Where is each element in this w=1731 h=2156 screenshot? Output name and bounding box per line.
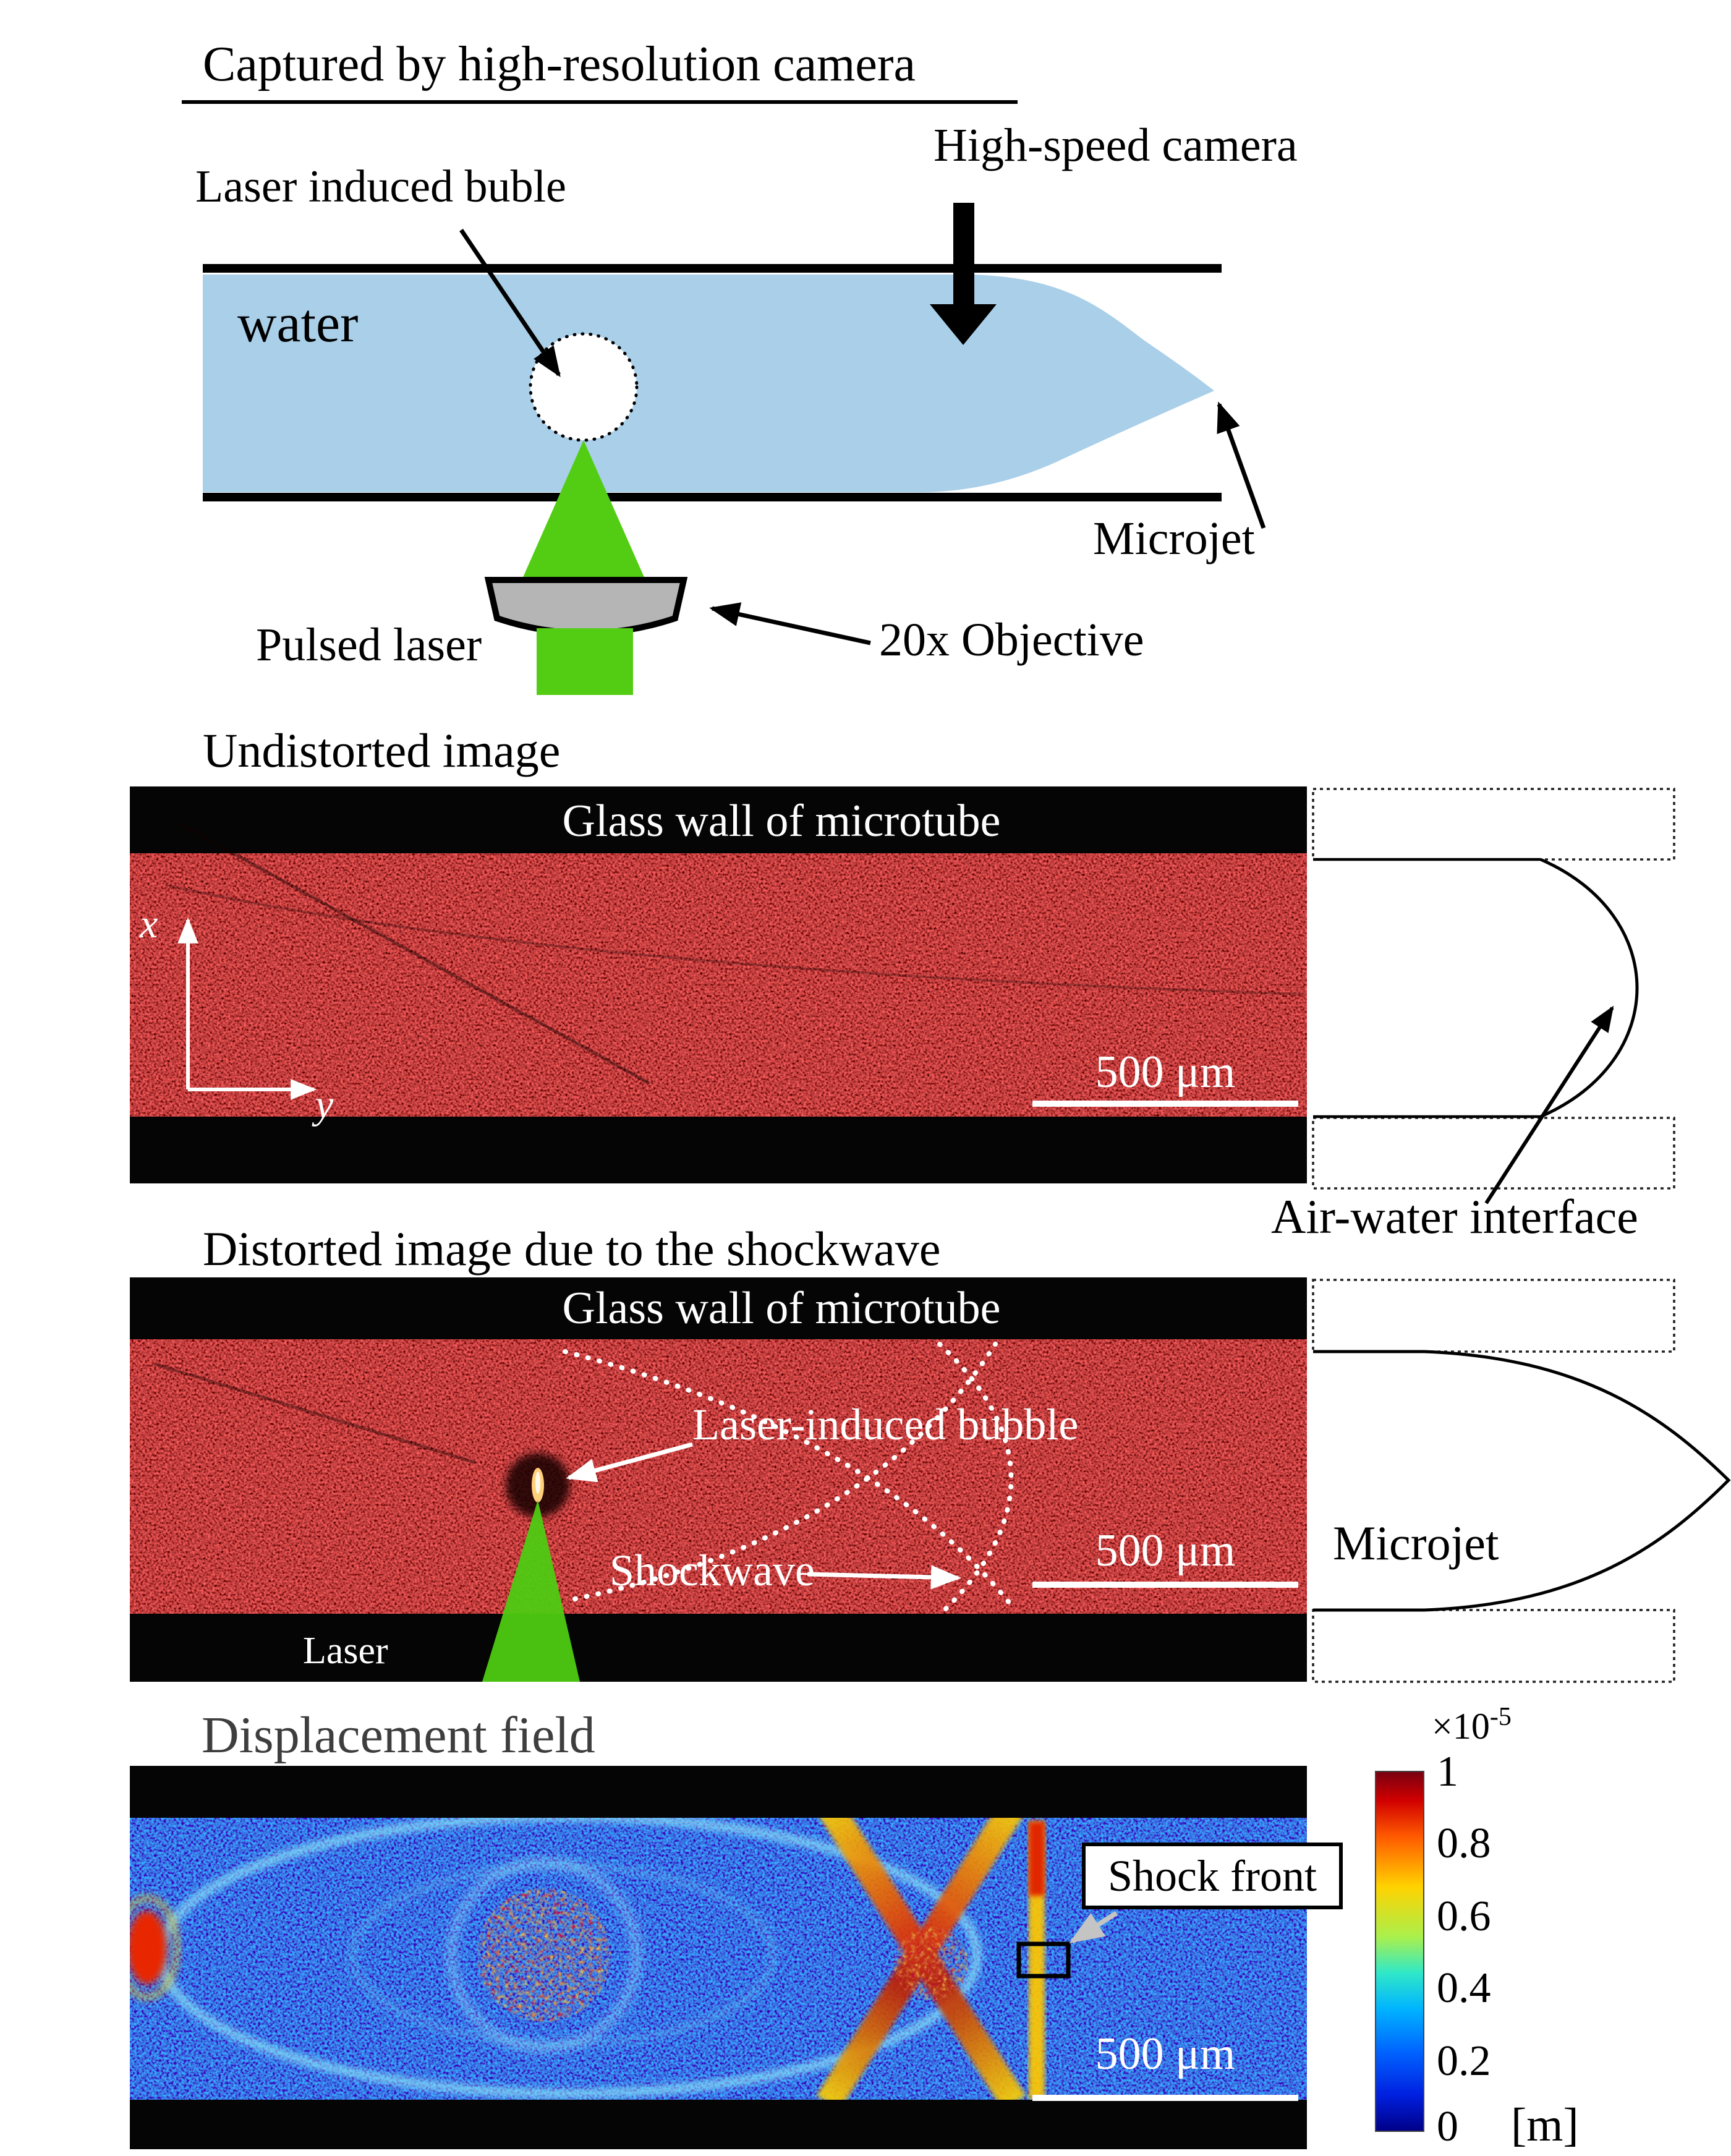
glass-wall-outline-bottom (1312, 1609, 1675, 1683)
displacement-title: Displacement field (202, 1708, 595, 1765)
speckle-scratches (166, 822, 1305, 1085)
vertical-shock-band-hot (1029, 1822, 1045, 1896)
axis-x-label: x (140, 903, 158, 947)
scale-label: 500 μm (1095, 1526, 1236, 1577)
air-water-interface-label: Air-water interface (1271, 1191, 1638, 1244)
colorbar-gradient (1375, 1771, 1424, 2132)
shockwave-arcs (563, 1342, 1014, 1611)
colorbar-tick-1: 1 (1437, 1747, 1458, 1796)
water-label: water (237, 293, 359, 354)
left-hot-spot (130, 1911, 167, 1985)
camera-arrow (930, 203, 997, 345)
colorbar-tick-0-6: 0.6 (1437, 1892, 1491, 1940)
hot-blob (477, 1888, 611, 2022)
interface-schematic (1312, 788, 1675, 1204)
laser-source-label: Laser (303, 1629, 388, 1672)
colorbar-multiplier-exponent: -5 (1489, 1702, 1512, 1731)
objective-pointer-arrow (709, 602, 871, 646)
glass-wall-outline-bottom (1312, 1117, 1675, 1190)
microjet-schematic (1312, 1279, 1731, 1683)
blob-halo (448, 1859, 640, 2052)
undistorted-image: Glass wall of microtube x y 500 μm (130, 786, 1307, 1183)
bubble-flash (506, 1453, 570, 1517)
field-features (130, 1818, 1045, 2100)
distorted-title: Distorted image due to the shockwave (203, 1223, 941, 1276)
left-hot-spot-halo (130, 1896, 179, 2000)
colorbar-tick-0-2: 0.2 (1437, 2037, 1491, 2085)
colorbar-unit-label: [m] (1511, 2100, 1579, 2152)
objective-label: 20x Objective (879, 615, 1144, 667)
scale-bar (1032, 1582, 1298, 1588)
microjet-pointer-arrow (1217, 401, 1266, 529)
laser-cone (522, 440, 645, 580)
objective-lens (484, 577, 688, 636)
scale-label: 500 μm (1095, 2029, 1236, 2080)
axis-y-label: y (315, 1083, 334, 1128)
main-title: Captured by high-resolution camera (182, 35, 1018, 104)
displacement-map: Shock front 500 μm (130, 1766, 1343, 2149)
meniscus-curve (1540, 858, 1639, 1118)
speckle-scratch (154, 1362, 477, 1465)
axes-arrows (177, 917, 317, 1100)
laser-induced-bubble-label: Laser-induced bubble (692, 1400, 1079, 1449)
shock-x-bands (816, 1818, 1026, 2100)
colorbar-multiplier: ×10-5 (1432, 1702, 1512, 1749)
distorted-image: Glass wall of microtube Laser-induced bu… (130, 1277, 1307, 1682)
glass-wall-label: Glass wall of microtube (562, 1284, 1001, 1334)
high-speed-camera-label: High-speed camera (934, 120, 1298, 172)
jet-profile (1313, 1350, 1731, 1612)
shockwave-pointer-arrow (807, 1565, 961, 1590)
undistorted-title: Undistorted image (203, 725, 561, 778)
scale-bar (1032, 1101, 1298, 1107)
speckle-field (130, 1339, 1307, 1614)
microjet-label-2: Microjet (1333, 1517, 1499, 1570)
laser-cone-2 (482, 1500, 580, 1682)
pulsed-laser-label: Pulsed laser (256, 620, 482, 671)
shock-front-box: Shock front (1082, 1843, 1343, 1909)
bubble-pointer-arrow-white (566, 1442, 693, 1483)
undistorted-image-svg (130, 786, 1307, 1183)
colorbar-tick-0-4: 0.4 (1437, 1964, 1491, 2012)
laser-bubble-label: Laser induced buble (195, 162, 566, 213)
colorbar-multiplier-base: ×10 (1432, 1706, 1490, 1747)
shockwave-label: Shockwave (610, 1546, 815, 1595)
colorbar-tick-0: 0 (1437, 2102, 1458, 2150)
setup-schematic (203, 203, 1266, 695)
glass-wall-outline-top (1312, 1279, 1675, 1353)
colorbar-tick-0-8: 0.8 (1437, 1819, 1491, 1867)
bubble-pointer-arrow (459, 229, 561, 378)
speckle-field (130, 853, 1307, 1117)
interface-pointer-arrow (1484, 1005, 1614, 1204)
shock-front-marker (1016, 1941, 1071, 1979)
scale-label: 500 μm (1095, 1047, 1236, 1098)
laser-bubble-shape (529, 332, 639, 442)
distorted-image-svg (130, 1277, 1307, 1682)
glass-wall-outline-top (1312, 788, 1675, 861)
laser-beam (537, 628, 633, 695)
glass-wall-label: Glass wall of microtube (562, 796, 1001, 847)
displacement-map-svg (130, 1766, 1307, 2149)
scale-bar (1032, 2095, 1298, 2101)
microjet-label: Microjet (1093, 513, 1255, 565)
shock-front-pointer-arrow (1069, 1911, 1118, 1944)
